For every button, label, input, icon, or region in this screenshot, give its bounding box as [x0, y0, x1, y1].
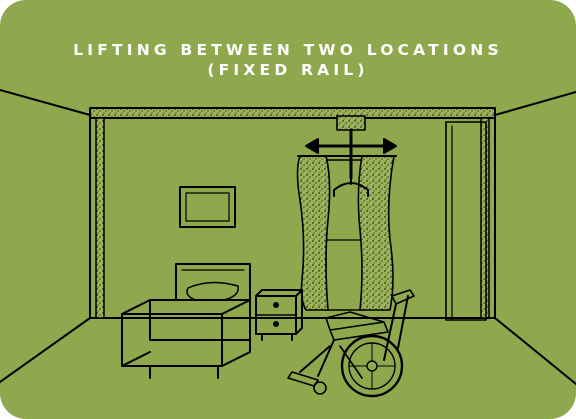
bed-icon: [122, 264, 250, 378]
ceiling-rail: [90, 108, 495, 318]
window-curtain-icon: [298, 156, 397, 310]
nightstand-icon: [256, 290, 302, 340]
wardrobe: [446, 122, 486, 320]
picture-frame-icon: [180, 187, 235, 227]
